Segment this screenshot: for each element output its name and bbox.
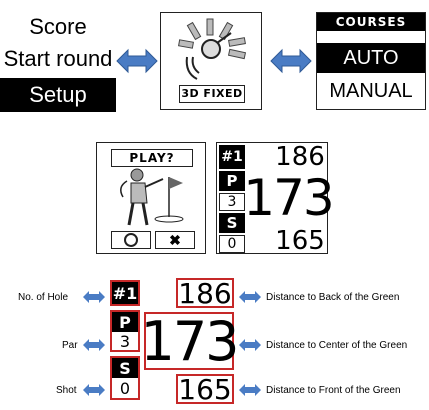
satellite-icon (178, 18, 247, 80)
double-arrow-icon (83, 291, 105, 303)
shot-value: 0 (219, 235, 245, 253)
distance-front: 165 (275, 226, 325, 256)
double-arrow-icon (83, 384, 105, 396)
gps-fix-label: 3D FIXED (179, 85, 245, 103)
courses-screen: COURSES AUTO MANUAL (316, 12, 426, 110)
shot-value: 0 (110, 378, 140, 400)
menu-item-start-round[interactable]: Start round (3, 46, 113, 71)
double-arrow-icon (239, 384, 261, 396)
menu-item-setup[interactable]: Setup (0, 78, 116, 112)
par-value: 3 (219, 193, 245, 211)
par-label: P (219, 171, 245, 191)
annotated-yardage-screen: #1 P 3 S 0 186 173 165 (110, 277, 240, 406)
label-center: Distance to Center of the Green (266, 340, 408, 351)
hole-number: #1 (110, 280, 140, 306)
menu-item-score[interactable]: Score (29, 14, 87, 39)
par-value: 3 (110, 332, 140, 352)
label-par: Par (62, 340, 78, 351)
golfer-icon (120, 168, 184, 226)
main-menu-screen: Score Start round Setup (0, 12, 116, 112)
distance-back: 186 (275, 142, 325, 172)
double-arrow-icon (83, 339, 105, 351)
option-manual[interactable]: MANUAL (329, 80, 413, 102)
distance-back: 186 (176, 277, 234, 310)
shot-label: S (219, 213, 245, 233)
gps-fix-screen: 3D FIXED (160, 12, 262, 110)
distance-center: 173 (243, 169, 334, 227)
double-arrow-icon (239, 291, 261, 303)
cancel-button[interactable]: ✖ (155, 231, 195, 249)
double-arrow-icon (116, 48, 158, 74)
play-screen: PLAY? ✖ (96, 142, 206, 254)
distance-center: 173 (140, 309, 239, 373)
x-icon: ✖ (169, 231, 181, 248)
shot-label: S (110, 356, 140, 378)
circle-icon (124, 233, 138, 247)
double-arrow-icon (239, 339, 261, 351)
label-front: Distance to Front of the Green (266, 385, 401, 396)
double-arrow-icon (270, 48, 312, 74)
par-label: P (110, 310, 140, 332)
courses-title: COURSES (317, 13, 425, 31)
label-back: Distance to Back of the Green (266, 292, 400, 303)
play-title: PLAY? (111, 149, 193, 167)
distance-front: 165 (176, 373, 234, 406)
option-auto[interactable]: AUTO (317, 43, 425, 73)
yardage-screen: #1 P 3 S 0 186 173 165 (216, 142, 335, 256)
hole-number: #1 (219, 145, 245, 169)
label-shot: Shot (56, 385, 77, 396)
label-hole: No. of Hole (18, 292, 69, 303)
confirm-button[interactable] (111, 231, 151, 249)
